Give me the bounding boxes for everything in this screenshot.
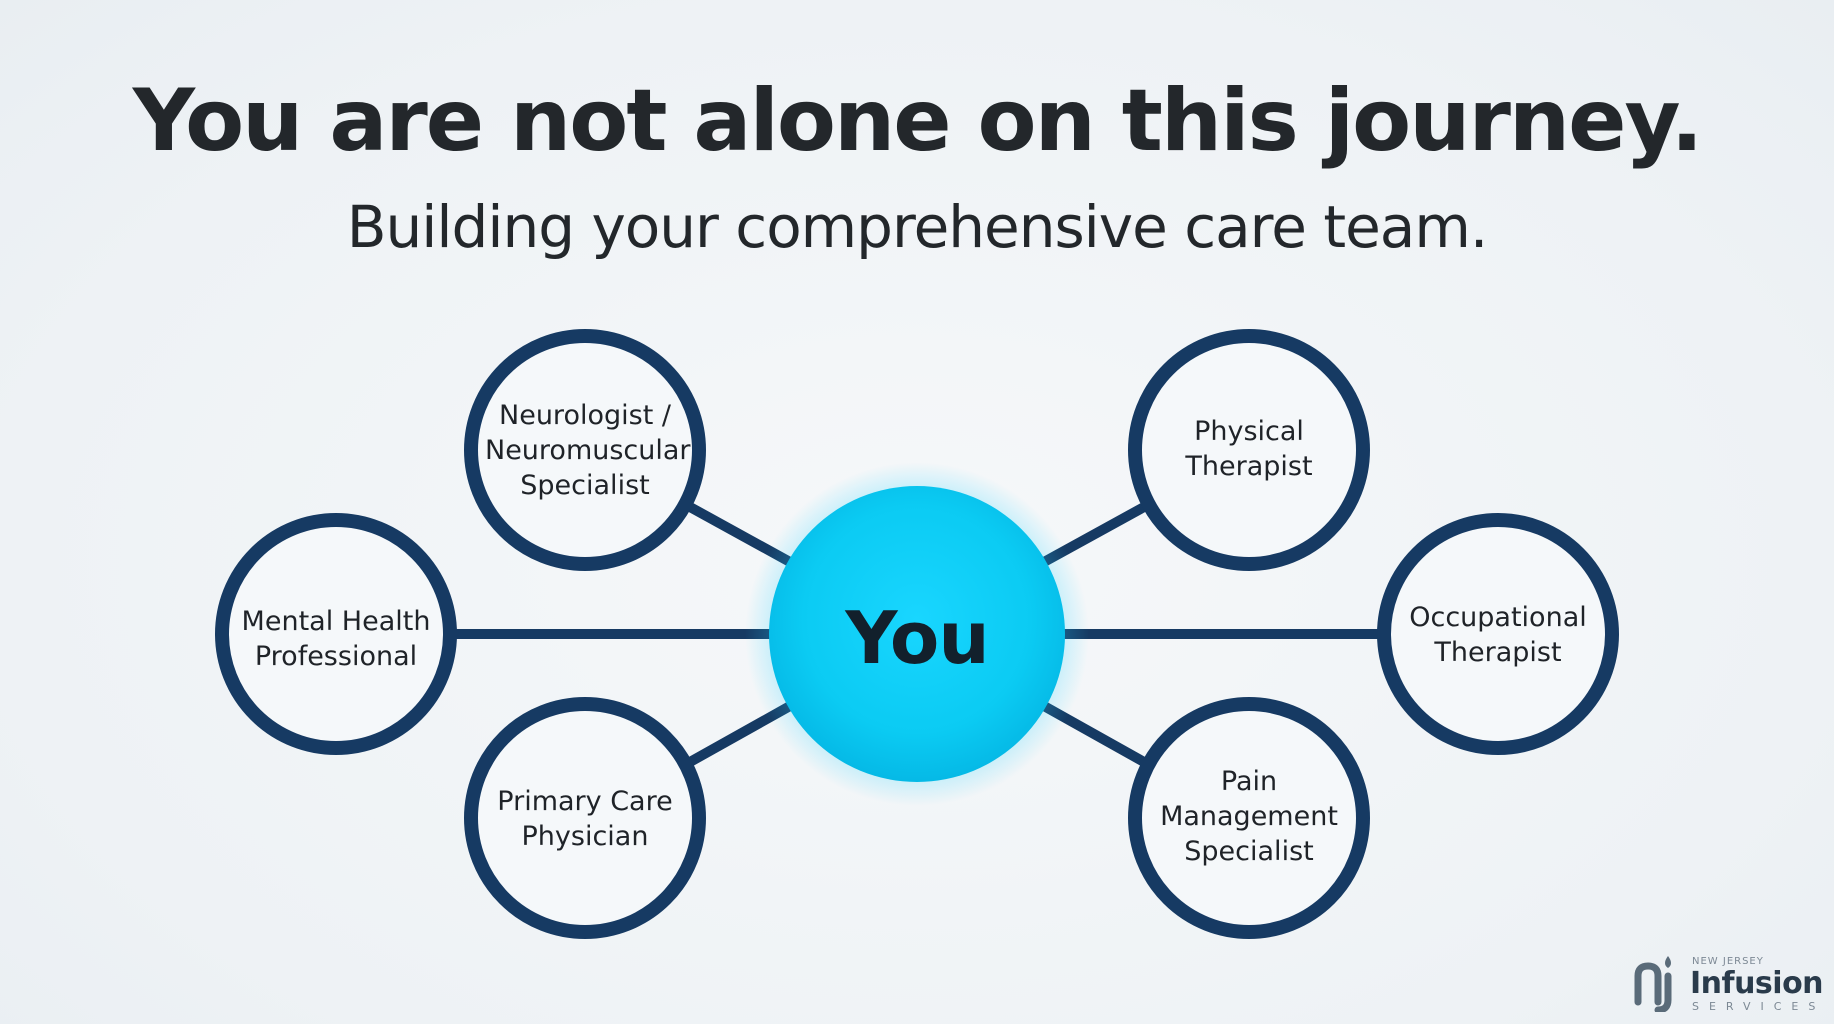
- node-label-primary-care: Primary Care Physician: [497, 786, 673, 852]
- node-label-pain-management: Pain Management Specialist: [1160, 766, 1338, 867]
- node-primary-care: [464, 697, 706, 939]
- node-label-physical-therapist: Physical Therapist: [1185, 416, 1313, 482]
- node-occupational-therapist: [1377, 513, 1619, 755]
- center-label: You: [845, 596, 989, 680]
- node-mental-health: [215, 513, 457, 755]
- node-neurologist: [464, 329, 706, 571]
- logo-main-text: Infusion: [1690, 966, 1824, 1001]
- page-subtitle: Building your comprehensive care team.: [346, 193, 1489, 261]
- page-title: You are not alone on this journey.: [132, 71, 1704, 171]
- logo-state-text: NEW JERSEY: [1692, 956, 1764, 967]
- node-label-neurologist: Neurologist / Neuromuscular Specialist: [485, 400, 691, 501]
- logo-sub-text: SERVICES: [1692, 1000, 1826, 1013]
- company-logo: NEW JERSEY Infusion SERVICES: [1632, 948, 1828, 1018]
- nj-logo-icon: [1634, 956, 1672, 1012]
- node-label-occupational-therapist: Occupational Therapist: [1409, 602, 1587, 668]
- node-pain-management: [1128, 697, 1370, 939]
- node-physical-therapist: [1128, 329, 1370, 571]
- center-circle: [769, 486, 1065, 782]
- node-label-mental-health: Mental Health Professional: [241, 606, 431, 672]
